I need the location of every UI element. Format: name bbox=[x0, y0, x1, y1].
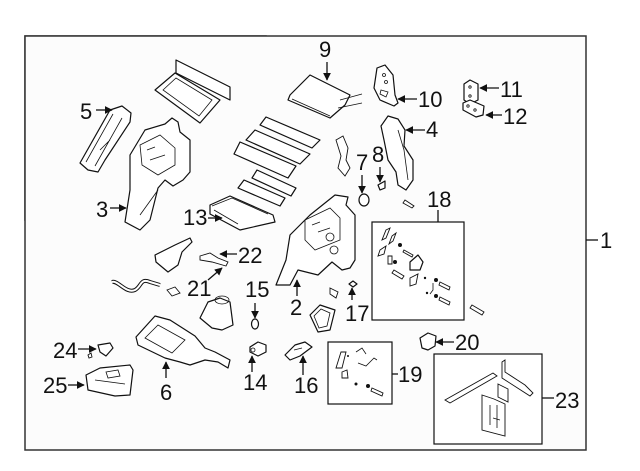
callout-6: 6 bbox=[160, 361, 172, 405]
part-13-evaporator[interactable] bbox=[209, 195, 276, 231]
callout-label: 24 bbox=[53, 338, 77, 363]
callout-label: 10 bbox=[418, 87, 442, 112]
part-5-upper-duct[interactable] bbox=[79, 105, 132, 173]
part-18-hardware-kit[interactable] bbox=[371, 210, 465, 321]
part-24-drain-valve[interactable] bbox=[87, 342, 114, 359]
callout-label: 13 bbox=[183, 205, 207, 230]
callout-8: 8 bbox=[372, 142, 384, 183]
callout-label: 15 bbox=[245, 277, 269, 302]
callout-25: 25 bbox=[43, 373, 85, 398]
part-23-seal-kit[interactable] bbox=[433, 353, 543, 445]
tab-piece bbox=[329, 287, 339, 299]
gasket bbox=[309, 304, 336, 333]
part-6-lower-tray[interactable] bbox=[135, 315, 231, 369]
callout-label: 21 bbox=[187, 276, 211, 301]
part-16-actuator[interactable] bbox=[284, 341, 313, 361]
callout-11: 11 bbox=[479, 77, 523, 102]
small-clip bbox=[166, 286, 181, 297]
callout-label: 7 bbox=[356, 150, 368, 175]
part-20-mode-door-motor[interactable] bbox=[419, 332, 437, 351]
callout-2: 2 bbox=[290, 279, 302, 320]
callout-9: 9 bbox=[319, 37, 331, 81]
callout-18: 18 bbox=[427, 187, 451, 212]
part-25-blower-housing[interactable] bbox=[85, 364, 134, 397]
callout-label: 11 bbox=[500, 77, 523, 102]
callout-7: 7 bbox=[356, 150, 368, 194]
callout-13: 13 bbox=[183, 205, 223, 230]
part-2-lower-case[interactable] bbox=[275, 194, 356, 286]
part-3-duct[interactable] bbox=[124, 117, 191, 231]
screw bbox=[469, 304, 485, 316]
part-14-sensor[interactable] bbox=[249, 341, 267, 357]
part-10-bracket[interactable] bbox=[373, 64, 399, 107]
mount-bracket bbox=[154, 237, 193, 273]
callout-12: 12 bbox=[485, 104, 527, 129]
callout-label: 8 bbox=[372, 142, 384, 167]
callout-label: 9 bbox=[319, 37, 331, 62]
part-15-o-ring[interactable] bbox=[250, 318, 260, 330]
callout-24: 24 bbox=[53, 338, 97, 363]
part-9-heater-core[interactable] bbox=[287, 74, 363, 119]
callout-label: 6 bbox=[160, 380, 172, 405]
callout-22: 22 bbox=[219, 243, 262, 268]
callout-label: 14 bbox=[243, 370, 267, 395]
screw bbox=[402, 199, 415, 209]
callout-label: 23 bbox=[555, 388, 579, 413]
callout-label: 4 bbox=[426, 117, 438, 142]
part-7-grommet[interactable] bbox=[358, 193, 370, 207]
callout-5: 5 bbox=[80, 99, 113, 124]
part-17-retainer[interactable] bbox=[348, 280, 358, 288]
part-19-linkage-kit[interactable] bbox=[327, 341, 393, 405]
filter-stack bbox=[233, 116, 321, 207]
callout-14: 14 bbox=[243, 355, 267, 395]
callout-16: 16 bbox=[294, 355, 318, 398]
callout-label: 25 bbox=[43, 373, 67, 398]
callout-15: 15 bbox=[245, 277, 269, 319]
callout-label: 19 bbox=[398, 362, 422, 387]
callout-label: 5 bbox=[80, 99, 92, 124]
callout-17: 17 bbox=[345, 287, 369, 326]
filter-cover bbox=[154, 59, 231, 124]
callout-label: 17 bbox=[345, 301, 369, 326]
clip-bracket bbox=[335, 135, 351, 177]
part-4-side-duct[interactable] bbox=[380, 115, 414, 191]
callout-label: 2 bbox=[290, 295, 302, 320]
part-11-upper-bracket[interactable] bbox=[463, 79, 479, 105]
callout-21: 21 bbox=[187, 267, 223, 301]
callout-label: 1 bbox=[600, 228, 612, 253]
callout-1: 1 bbox=[586, 228, 612, 253]
callout-19: 19 bbox=[392, 362, 422, 387]
callout-3: 3 bbox=[96, 197, 127, 222]
callout-label: 22 bbox=[238, 243, 262, 268]
part-12-lower-bracket[interactable] bbox=[462, 99, 485, 118]
drain-hose bbox=[111, 279, 161, 293]
callout-label: 18 bbox=[427, 187, 451, 212]
callout-label: 20 bbox=[455, 330, 479, 355]
callout-label: 3 bbox=[96, 197, 108, 222]
blower-cup bbox=[199, 295, 234, 331]
callout-4: 4 bbox=[405, 117, 438, 142]
part-22-connector[interactable] bbox=[199, 252, 229, 267]
callout-label: 12 bbox=[503, 104, 527, 129]
callout-23: 23 bbox=[542, 388, 579, 413]
callout-20: 20 bbox=[435, 330, 479, 355]
callout-label: 16 bbox=[294, 373, 318, 398]
callout-10: 10 bbox=[397, 87, 442, 112]
